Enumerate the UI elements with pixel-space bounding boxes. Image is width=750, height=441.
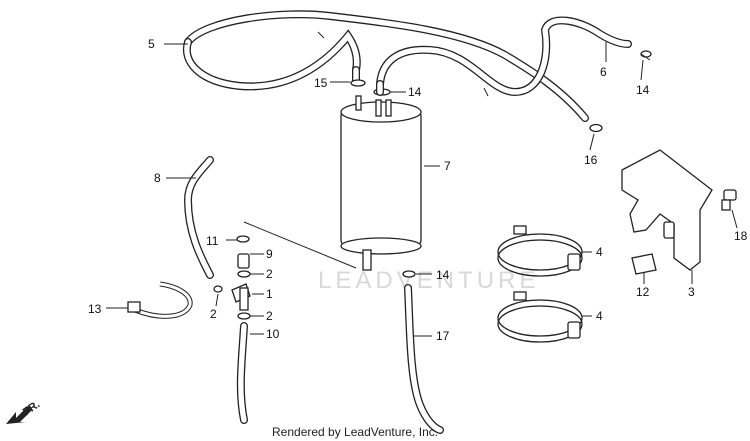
- callout-2-c: 2: [266, 309, 273, 323]
- callout-12: 12: [636, 285, 650, 299]
- callout-14-lower: 14: [436, 268, 450, 282]
- front-direction-arrow-icon: FR.: [6, 398, 42, 424]
- callout-2-b: 2: [210, 307, 217, 321]
- band-part-4-lower: [497, 291, 583, 343]
- canister-fittings: [350, 66, 391, 96]
- footer-credit: Rendered by LeadVenture, Inc.: [272, 425, 438, 439]
- callout-5: 5: [148, 37, 155, 51]
- callout-10: 10: [266, 327, 280, 341]
- callout-14-top-right: 14: [636, 83, 650, 97]
- callout-13: 13: [88, 302, 102, 316]
- leader-lines: [106, 42, 738, 337]
- callout-11: 11: [206, 234, 219, 248]
- callout-17: 17: [436, 329, 450, 343]
- callout-1: 1: [266, 287, 273, 301]
- canister-part-7: [340, 95, 422, 271]
- callout-18: 18: [734, 229, 748, 243]
- callout-4-upper: 4: [596, 245, 603, 259]
- callout-4-lower: 4: [596, 309, 603, 323]
- callout-3: 3: [688, 285, 695, 299]
- callout-14-top: 14: [408, 85, 422, 99]
- hose-part-10: [236, 322, 248, 424]
- watermark-text: LEADVENTURE: [318, 267, 539, 294]
- callout-15: 15: [314, 76, 328, 90]
- clip-part-16: [589, 123, 603, 133]
- hose-part-6: [317, 16, 632, 97]
- clip-part-14-lower: [402, 270, 416, 278]
- bolt-part-18: [721, 189, 737, 211]
- callout-16: 16: [584, 153, 598, 167]
- band-part-13: [127, 281, 193, 319]
- callout-9: 9: [266, 247, 273, 261]
- clip-part-14-top-right: [640, 50, 652, 61]
- callout-6: 6: [600, 65, 607, 79]
- hose-part-8: [183, 156, 214, 279]
- rubber-part-12: [631, 253, 657, 275]
- callout-8: 8: [154, 171, 161, 185]
- hose-part-17: [404, 284, 444, 434]
- bracket-part-3: [621, 149, 713, 271]
- callout-2-a: 2: [266, 267, 273, 281]
- callout-7: 7: [444, 159, 451, 173]
